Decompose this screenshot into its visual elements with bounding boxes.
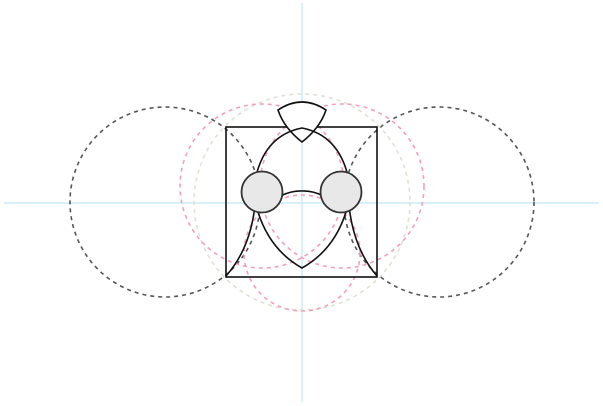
right-construction-circle <box>343 106 535 298</box>
right-eye-node <box>319 170 363 214</box>
top-crest <box>277 101 327 144</box>
beige-construction-circle <box>193 93 411 311</box>
left-eye-node <box>240 170 284 214</box>
